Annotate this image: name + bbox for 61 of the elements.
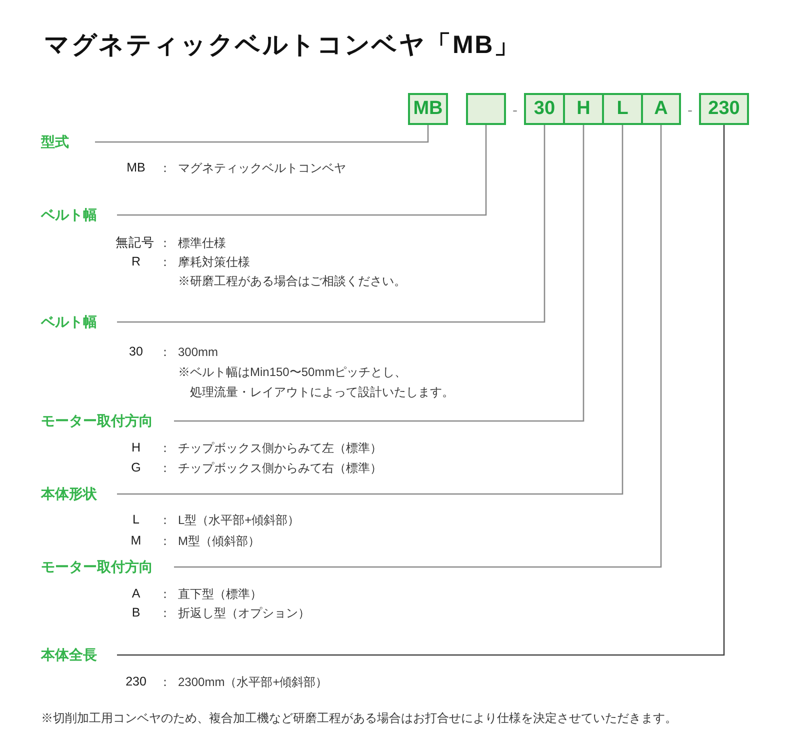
option-description: チップボックス側からみて右（標準）	[178, 460, 382, 476]
section-heading: モーター取付方向	[41, 412, 153, 430]
option-description: ※研磨工程がある場合はご相談ください。	[178, 274, 406, 288]
option-code: MB	[126, 160, 146, 176]
code-box: 30	[524, 93, 565, 125]
option-code: 無記号	[116, 236, 154, 250]
section-heading: 本体形状	[41, 486, 97, 502]
colon: ：	[159, 512, 171, 528]
option-code: M	[130, 534, 142, 548]
code-box: 230	[699, 93, 749, 125]
option-code: 230	[126, 674, 146, 690]
option-code: G	[131, 460, 141, 476]
leader-line	[95, 125, 429, 143]
option-code: 30	[129, 344, 143, 360]
option-description: 300mm	[178, 344, 218, 360]
colon: ：	[159, 236, 171, 250]
colon: ：	[159, 254, 171, 270]
option-description: ※ベルト幅はMin150〜50mmピッチとし、	[178, 364, 407, 380]
leader-line	[117, 125, 487, 216]
section-heading: ベルト幅	[41, 314, 97, 330]
leader-line	[174, 125, 584, 422]
section-heading: 本体全長	[41, 646, 97, 664]
note-text: ※切削加工用コンベヤのため、複合加工機など研磨工程がある場合はお打合せにより仕様を決定させていただきます。	[41, 710, 677, 726]
section-heading: モーター取付方向	[41, 558, 153, 576]
option-description: 直下型（標準）	[178, 586, 262, 602]
code-box: L	[602, 93, 643, 125]
option-code: R	[131, 254, 141, 270]
option-description: L型（水平部+傾斜部）	[178, 512, 300, 528]
blank-code-box	[466, 93, 506, 125]
colon: ：	[159, 344, 171, 360]
leader-line	[174, 125, 662, 568]
colon: ：	[159, 534, 171, 548]
leader-line	[117, 125, 725, 656]
separator-dash: -	[688, 102, 692, 120]
leader-line	[117, 125, 624, 495]
option-code: H	[131, 440, 141, 456]
diagram-title: マグネティックベルトコンベヤ「MB」	[44, 30, 520, 60]
colon: ：	[159, 160, 171, 176]
option-code: L	[132, 512, 140, 528]
colon: ：	[159, 606, 171, 620]
colon: ：	[159, 460, 171, 476]
colon: ：	[159, 586, 171, 602]
section-heading: 型式	[41, 134, 69, 150]
code-box: A	[641, 93, 681, 125]
option-description: 標準仕様	[178, 236, 226, 250]
option-description: マグネティックベルトコンベヤ	[178, 160, 346, 176]
option-code: B	[132, 606, 140, 620]
leader-line	[117, 125, 546, 323]
option-description: 処理流量・レイアウトによって設計いたします。	[190, 384, 454, 400]
code-box: H	[563, 93, 604, 125]
colon: ：	[159, 440, 171, 456]
option-description: 摩耗対策仕様	[178, 254, 250, 270]
separator-dash: -	[512, 102, 518, 120]
option-description: 2300mm（水平部+傾斜部）	[178, 674, 328, 690]
code-box: MB	[408, 93, 448, 125]
option-code: A	[132, 586, 140, 602]
section-heading: ベルト幅	[41, 206, 97, 224]
colon: ：	[159, 674, 171, 690]
option-description: 折返し型（オプション）	[178, 606, 310, 620]
option-description: M型（傾斜部）	[178, 534, 260, 548]
option-description: チップボックス側からみて左（標準）	[178, 440, 382, 456]
